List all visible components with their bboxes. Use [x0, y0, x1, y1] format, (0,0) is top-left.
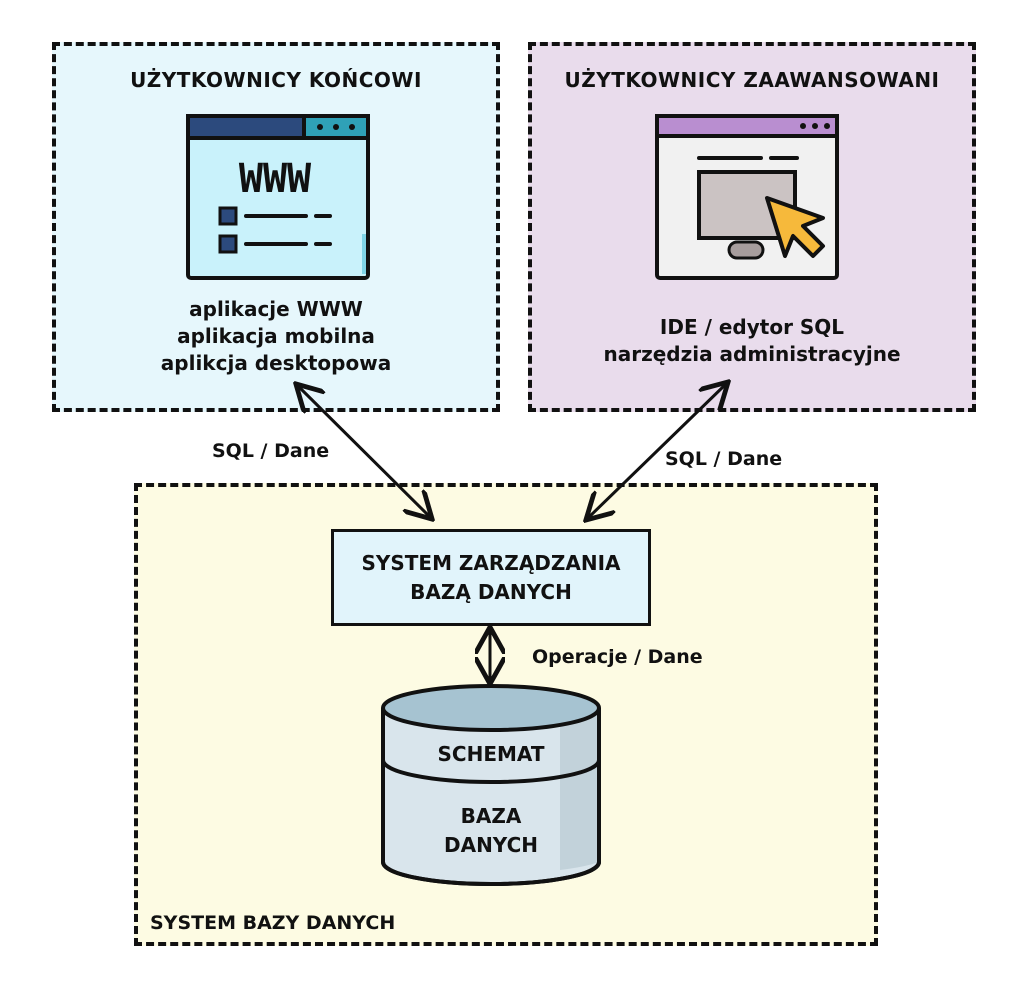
advanced-users-to-dbms-arrow	[588, 384, 726, 518]
end-users-to-dbms-arrow	[298, 386, 430, 517]
dbms-line2: BAZĄ DANYCH	[410, 579, 572, 604]
advanced-users-description: IDE / edytor SQL narzędzia administracyj…	[532, 314, 972, 368]
end-users-edge-label: SQL / Dane	[212, 440, 330, 462]
database-line1: BAZA	[460, 804, 522, 828]
database-system-label: SYSTEM BAZY DANYCH	[150, 912, 396, 934]
end-users-line-mobile: aplikacja mobilna	[177, 324, 375, 348]
database-schema-label: SCHEMAT	[437, 742, 545, 766]
database-line2: DANYCH	[443, 833, 538, 857]
dbms-box: SYSTEM ZARZĄDZANIA BAZĄ DANYCH	[331, 529, 651, 626]
database-cylinder-icon	[381, 684, 601, 886]
www-icon-text: WWW	[239, 156, 312, 202]
advanced-users-line-admin: narzędzia administracyjne	[603, 342, 901, 366]
editor-window-icon	[655, 114, 839, 280]
end-users-group: UŻYTKOWNICY KOŃCOWI aplikacje WWW aplika…	[52, 42, 500, 412]
end-users-line-desktop: aplikcja desktopowa	[160, 351, 392, 375]
database-name-label: BAZA DANYCH	[380, 802, 602, 860]
end-users-title: UŻYTKOWNICY KOŃCOWI	[130, 68, 422, 92]
end-users-line-web: aplikacje WWW	[189, 297, 363, 321]
web-browser-icon: WWW	[186, 114, 370, 280]
advanced-users-title: UŻYTKOWNICY ZAAWANSOWANI	[564, 68, 940, 92]
end-users-description: aplikacje WWW aplikacja mobilna aplikcja…	[56, 296, 496, 377]
database-edge-label: Operacje / Dane	[532, 646, 703, 668]
advanced-users-edge-label: SQL / Dane	[665, 448, 783, 470]
dbms-line1: SYSTEM ZARZĄDZANIA	[361, 550, 621, 575]
advanced-users-line-ide: IDE / edytor SQL	[659, 315, 845, 339]
